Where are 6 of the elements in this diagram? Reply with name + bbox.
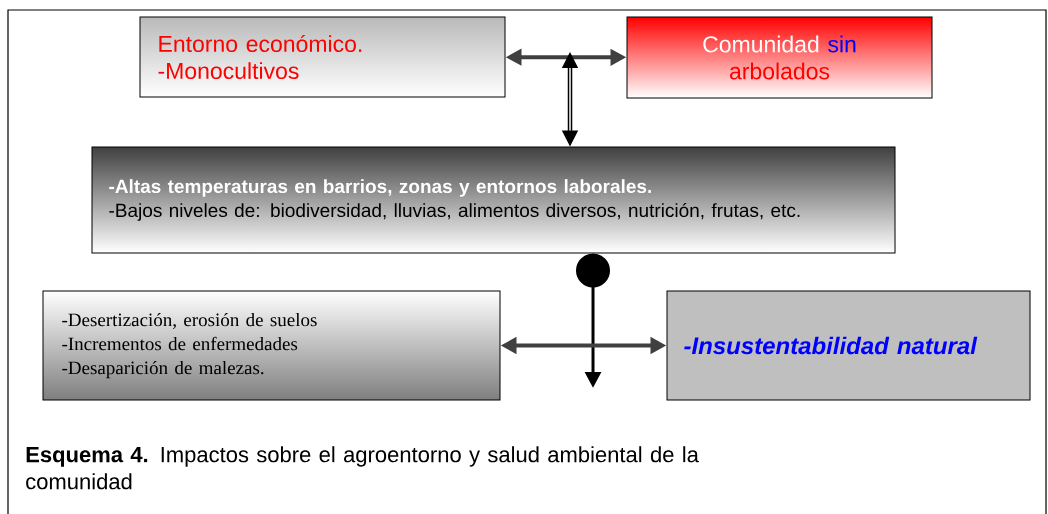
text-box: -Insustentabilidad natural [666, 290, 1031, 401]
text-box: Comunidad sin arbolados [626, 16, 933, 99]
caption: Esquema 4. Impactos sobre el agroentorno y salud ambiental de la comunidad [26, 446, 699, 490]
text-box: -Altas temperaturas en barrios, zonas y entornos laborales. -Bajos niveles de: biodiversidad, lluvias, alimentos diversos, nutrición, frutas, etc. [91, 146, 896, 254]
text-box: Entorno económico. -Monocultivos [139, 16, 506, 98]
text-box: -Desertización, erosión de suelos -Incrementos de enfermedades -Desaparición de malezas. [42, 290, 501, 401]
